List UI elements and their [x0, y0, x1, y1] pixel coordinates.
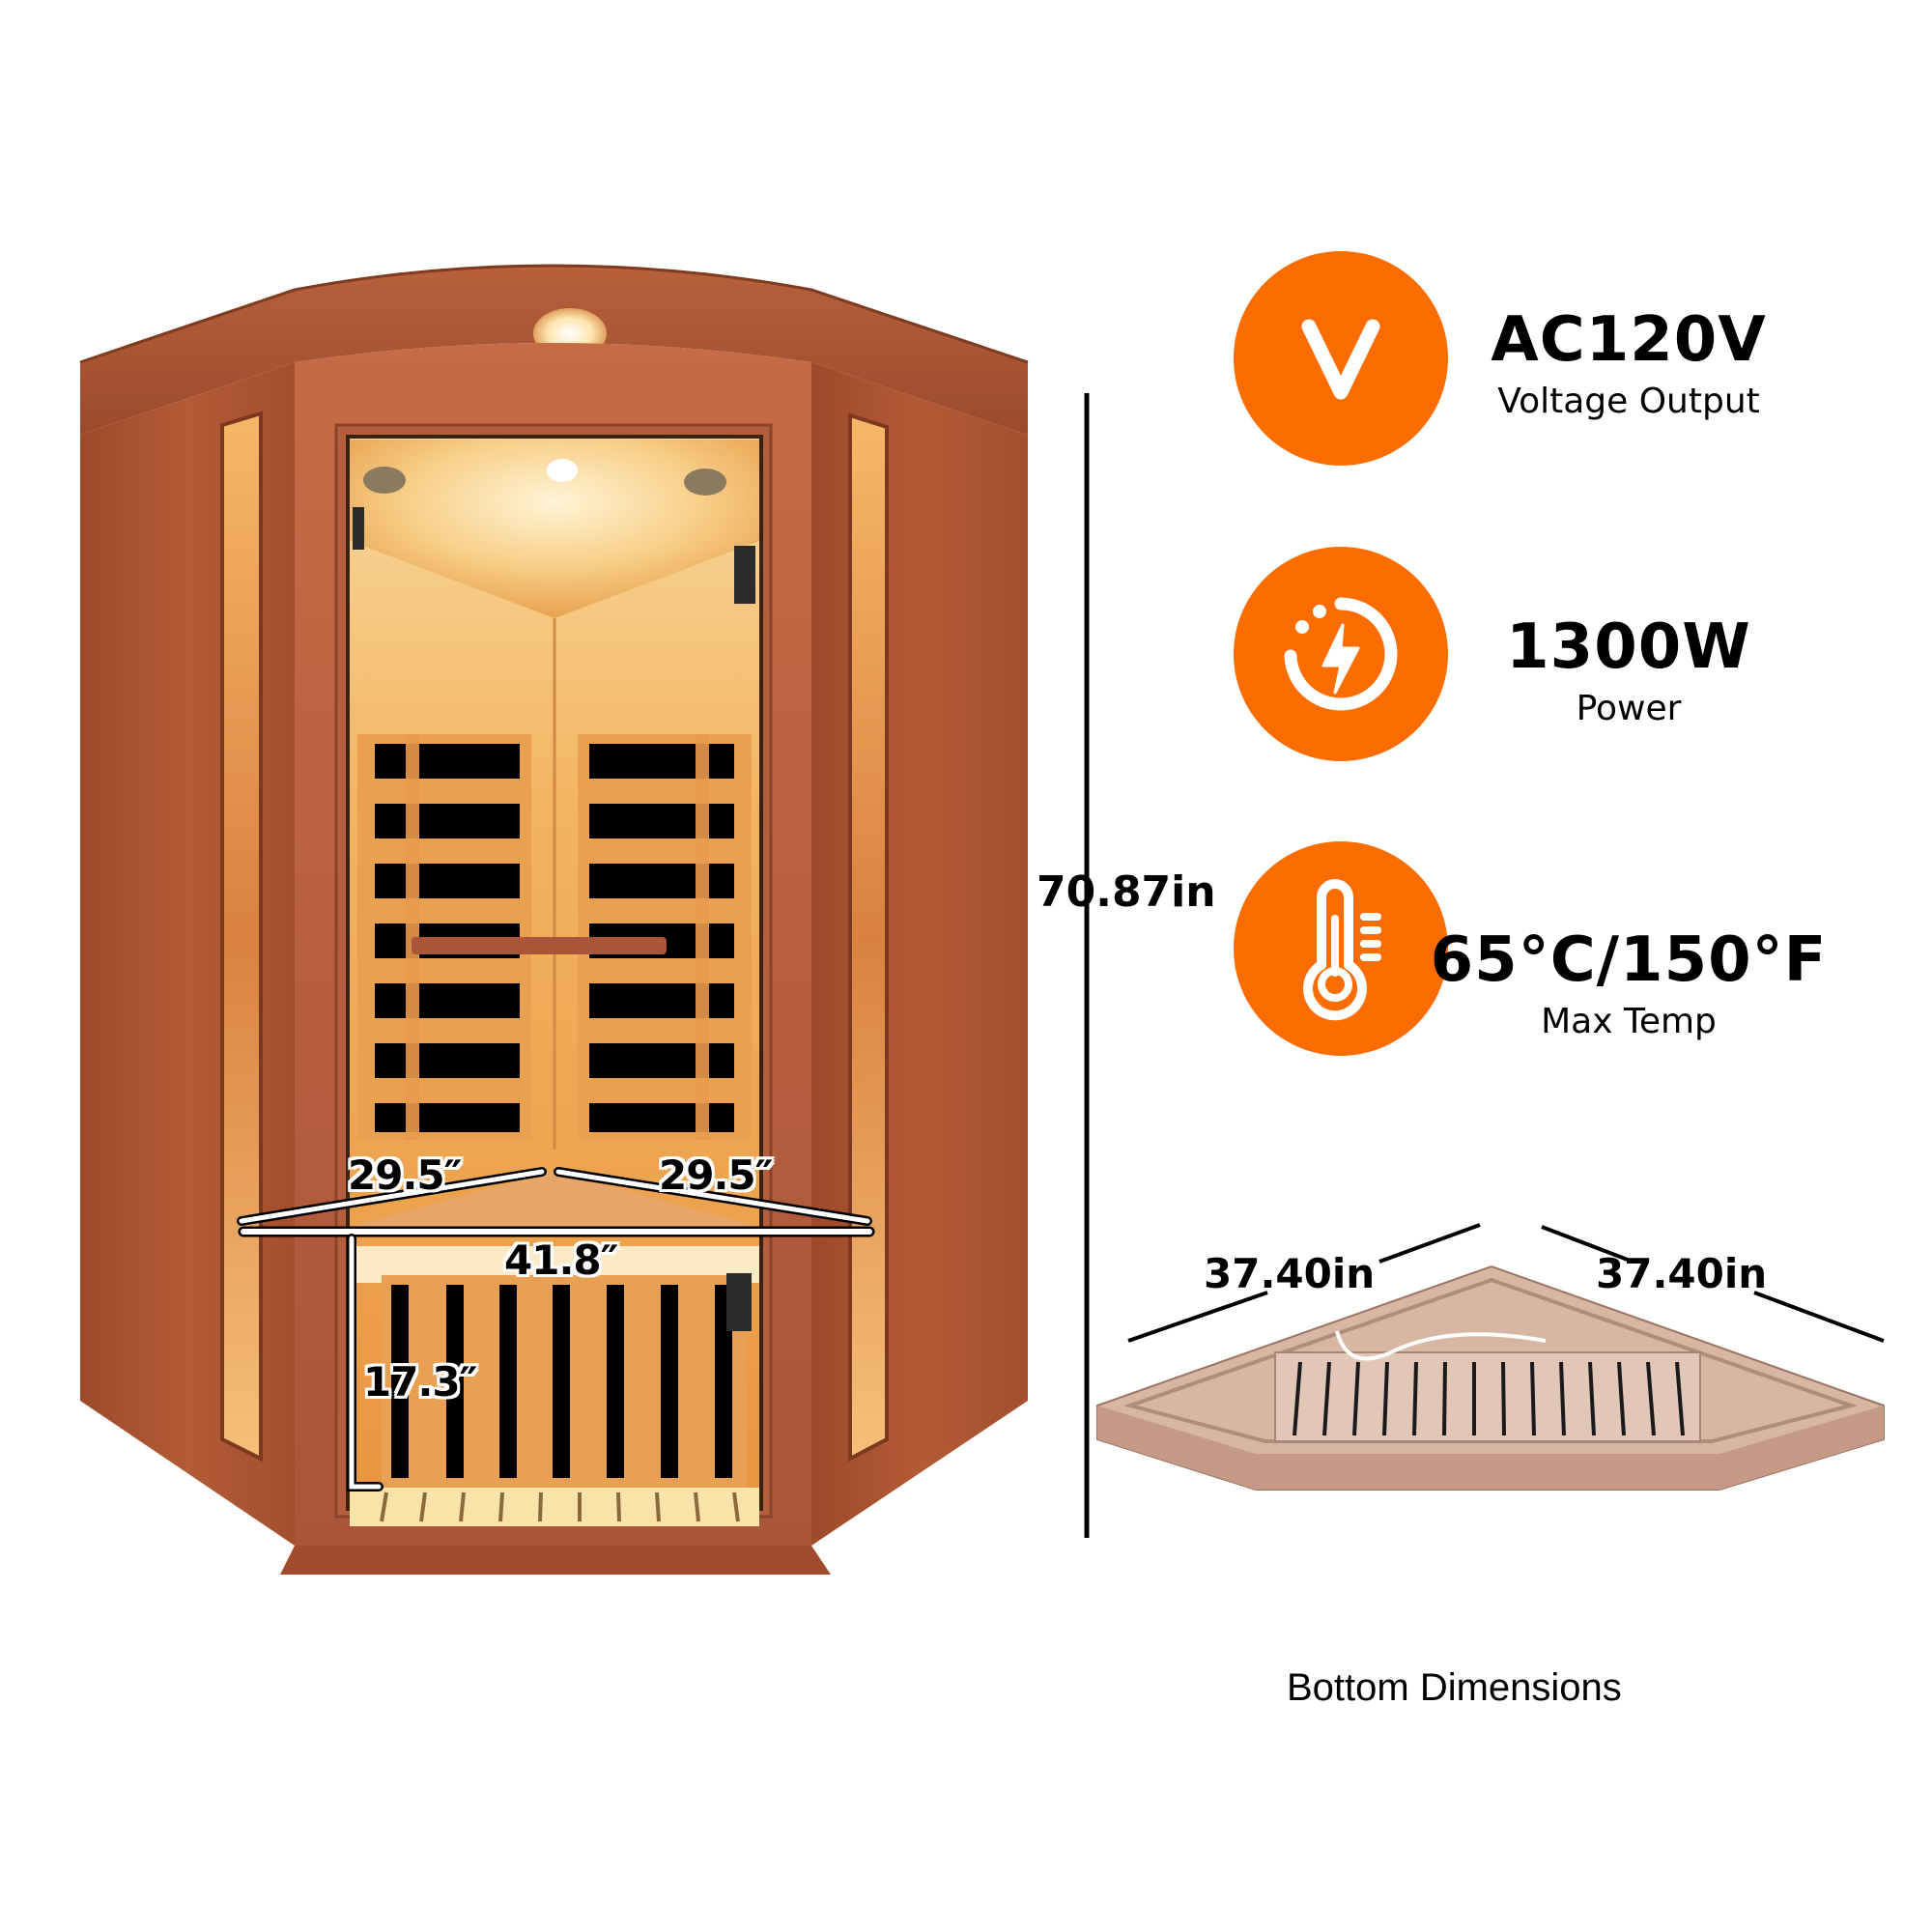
- thermometer-icon: [1303, 879, 1381, 1021]
- temperature-value: 65°C/150°F: [1430, 924, 1828, 996]
- floor-grate: [1274, 1351, 1701, 1442]
- sauna-right-wall: [811, 362, 1028, 1546]
- power-cable-icon: [1335, 1330, 1547, 1361]
- power-spec: 1300W Power: [1416, 616, 1841, 726]
- voltage-badge: [1234, 251, 1448, 466]
- door-hinge-bottom: [726, 1273, 752, 1331]
- sauna-left-wall: [80, 362, 295, 1546]
- bottom-right-side-label: 37.40in: [1596, 1250, 1768, 1297]
- height-label: 70.87in: [1037, 867, 1216, 917]
- bottom-base-illustration: [1096, 1264, 1885, 1491]
- power-bolt-icon: [1284, 597, 1398, 711]
- voltage-label: Voltage Output: [1497, 382, 1760, 421]
- door-handle[interactable]: [353, 507, 364, 550]
- interior-light-icon: [547, 459, 578, 482]
- bench-seat: [350, 1171, 759, 1227]
- speaker-left-icon: [363, 467, 406, 494]
- backrest: [412, 937, 667, 954]
- floor-slats: [350, 1488, 759, 1526]
- bottom-left-side-label: 37.40in: [1204, 1250, 1376, 1297]
- bottom-dimensions-caption: Bottom Dimensions: [1287, 1666, 1622, 1709]
- power-badge: [1234, 547, 1448, 761]
- sauna-door[interactable]: [346, 435, 763, 1526]
- bench-height-label: 17.3″: [363, 1358, 477, 1406]
- bench-front: [382, 1275, 747, 1497]
- voltage-spec: AC120V Voltage Output: [1416, 309, 1841, 419]
- temperature-label: Max Temp: [1541, 1002, 1717, 1041]
- speaker-right-icon: [684, 469, 726, 496]
- door-hinge-top: [734, 546, 755, 604]
- right-wall-width-label: 29.5″: [659, 1151, 773, 1199]
- power-label: Power: [1576, 689, 1682, 728]
- front-width-label: 41.8″: [504, 1236, 618, 1284]
- interior-dimension-lines: [237, 1167, 875, 1492]
- bottom-dimension-lines: [1127, 1223, 1885, 1343]
- left-wall-width-label: 29.5″: [348, 1151, 462, 1199]
- temperature-badge: [1234, 841, 1448, 1056]
- power-value: 1300W: [1506, 611, 1751, 683]
- voltage-value: AC120V: [1491, 304, 1767, 376]
- temperature-spec: 65°C/150°F Max Temp: [1416, 929, 1841, 1039]
- voltage-v-icon: [1301, 319, 1380, 400]
